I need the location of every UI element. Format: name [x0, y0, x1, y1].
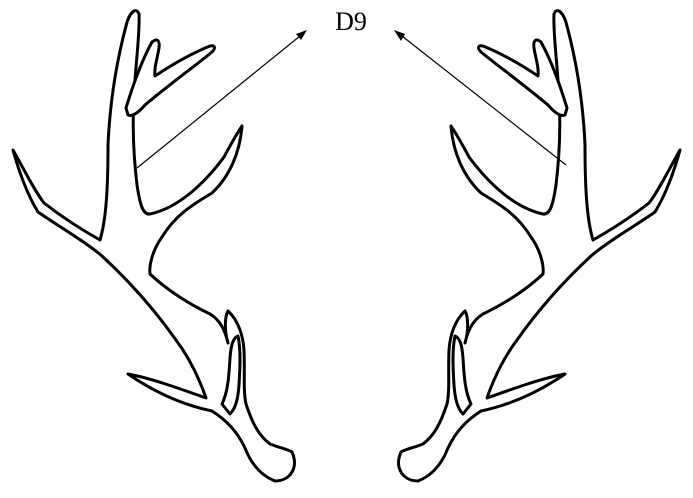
left-pointer-line [137, 36, 300, 168]
right-arrowhead [394, 30, 405, 41]
left-antler [13, 11, 294, 481]
left-antler-tine-upper [126, 40, 214, 115]
diagram-label: D9 [335, 7, 367, 36]
right-antler-tine-upper [479, 40, 567, 115]
right-antler [399, 11, 680, 481]
